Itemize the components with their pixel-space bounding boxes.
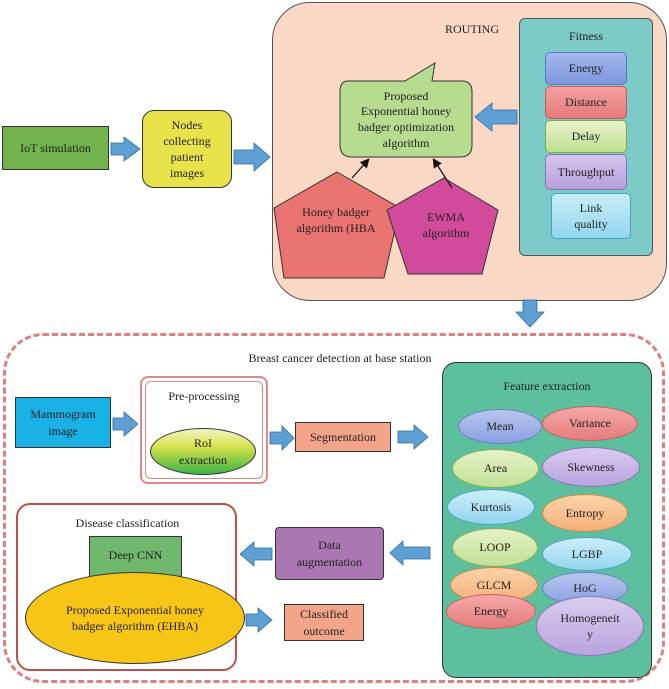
pentagons	[273, 171, 499, 279]
routing-title: ROUTING	[445, 22, 499, 36]
feature-energy: Energy	[446, 594, 536, 629]
ewma-pentagon	[386, 177, 499, 275]
ehba-ellipse: Proposed Exponential honey badger algori…	[25, 572, 245, 664]
arrow-iot-to-nodes	[110, 136, 141, 162]
fitness-delay: Delay	[545, 120, 627, 153]
preprocessing-title: Pre-processing	[168, 389, 240, 403]
feature-loop: LOOP	[452, 528, 538, 567]
feature-mean: Mean	[458, 409, 542, 444]
fitness-throughput: Throughput	[545, 154, 627, 190]
nodes-collecting-box: Nodes collecting patient images	[142, 110, 232, 188]
arrow-mammogram-to-preprocessing	[112, 411, 139, 437]
breast-cancer-dashed-region	[3, 333, 665, 683]
feature-area: Area	[452, 449, 539, 488]
arrow-features-to-augmentation	[389, 540, 431, 566]
arrow-augmentation-to-disease	[239, 541, 273, 567]
proposed-algorithm-label: Proposed Exponential honey badger optimi…	[357, 88, 455, 150]
arrow-routing-down	[515, 299, 545, 328]
routing-connectors	[351, 157, 453, 189]
segmentation-box: Segmentation	[295, 422, 391, 452]
proposed-callout-shape	[339, 62, 473, 158]
data-augmentation-box: Data augmentation	[275, 527, 384, 580]
hba-label: Honey badger algorithm (HBA	[296, 204, 376, 235]
roi-extraction-ellipse: RoI extraction	[150, 428, 256, 475]
feature-homogeneity: Homogeneit y	[536, 596, 644, 656]
classified-outcome-box: Classified outcome	[284, 604, 364, 641]
arrow-nodes-to-routing	[233, 142, 271, 172]
fitness-link-quality: Link quality	[551, 193, 631, 239]
disease-classification-title: Disease classification	[75, 516, 180, 530]
ewma-label: EWMA algorithm	[422, 209, 470, 240]
fitness-energy: Energy	[545, 52, 627, 85]
arrow-segmentation-to-features	[397, 424, 429, 450]
feature-entropy: Entropy	[542, 494, 628, 532]
fitness-distance: Distance	[545, 86, 627, 119]
feature-extraction-title: Feature extraction	[503, 379, 591, 393]
feature-variance: Variance	[542, 406, 638, 441]
feature-kurtosis: Kurtosis	[447, 489, 535, 525]
fitness-title: Fitness	[568, 29, 603, 43]
hba-pentagon	[273, 171, 401, 279]
feature-lgbp: LGBP	[542, 537, 632, 571]
feature-skewness: Skewness	[542, 447, 640, 487]
breast-cancer-title: Breast cancer detection at base station	[248, 351, 432, 365]
iot-simulation-box: IoT simulation	[2, 126, 109, 170]
mammogram-box: Mammogram image	[15, 397, 111, 448]
arrow-ehba-to-classified	[245, 607, 273, 633]
arrow-fitness-to-proposed	[474, 102, 518, 132]
arrow-preprocessing-to-segmentation	[269, 425, 295, 451]
